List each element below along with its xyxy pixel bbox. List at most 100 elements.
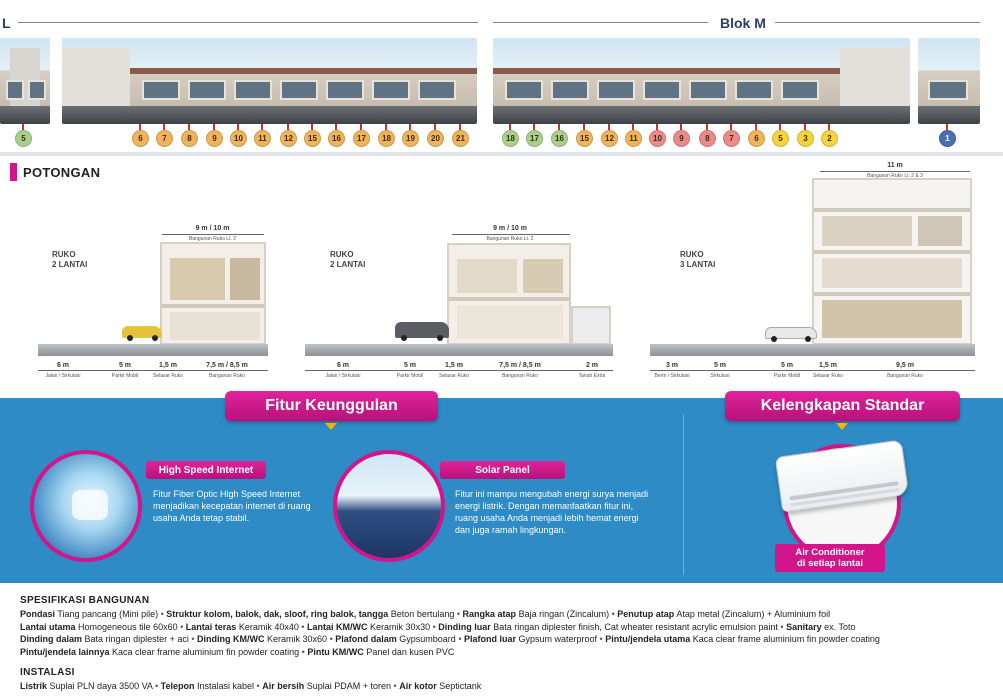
- spec-value: Atap metal (Zincalum) + Aluminium foil: [676, 609, 831, 619]
- section-3-car: [765, 327, 817, 339]
- lot-marker-tick: [656, 124, 658, 130]
- wheel: [127, 335, 133, 341]
- dim-value: 9,5 m: [896, 362, 914, 369]
- standard-title: Kelengkapan Standar: [725, 391, 960, 421]
- lot-marker[interactable]: 10: [230, 130, 247, 147]
- lot-marker[interactable]: 16: [551, 130, 568, 147]
- internet-image: [30, 450, 142, 562]
- dim-value: 5 m: [780, 362, 794, 369]
- dim-label: Bangunan Ruko: [209, 373, 245, 379]
- spec-value: Kaca clear frame aluminium fin powder co…: [692, 634, 880, 644]
- dim-value: 6 m: [336, 362, 350, 369]
- lot-marker[interactable]: 18: [378, 130, 395, 147]
- lot-marker[interactable]: 6: [132, 130, 149, 147]
- lot-marker[interactable]: 2: [821, 130, 838, 147]
- spec-list: Pondasi Tiang pancang (Mini pile) • Stru…: [20, 609, 880, 657]
- dim-label: Parkir Mobil: [396, 373, 424, 379]
- lot-marker[interactable]: 19: [402, 130, 419, 147]
- lot-marker[interactable]: 20: [427, 130, 444, 147]
- lot-marker[interactable]: 17: [526, 130, 543, 147]
- lot-marker[interactable]: 8: [181, 130, 198, 147]
- section-2-top-dim: 9 m / 10 m: [493, 225, 527, 232]
- section-3-top-dim: 11 m: [887, 162, 903, 169]
- lot-marker[interactable]: 15: [304, 130, 321, 147]
- spec-key: Lantai KM/WC: [307, 621, 368, 632]
- block-divider-right-a: [493, 22, 708, 23]
- spec-value: Beton bertulang: [390, 609, 455, 619]
- lot-marker[interactable]: 9: [673, 130, 690, 147]
- install-value: Instalasi kabel: [196, 681, 255, 691]
- spec-key: Pintu KM/WC: [307, 646, 364, 657]
- lot-marker[interactable]: 5: [772, 130, 789, 147]
- spec-key: Lantai teras: [185, 621, 237, 632]
- section-3-building: [812, 178, 972, 345]
- lot-marker-tick: [188, 124, 190, 130]
- lot-marker-tick: [779, 124, 781, 130]
- solar-panel-image: [333, 450, 445, 562]
- band-divider: [683, 415, 684, 575]
- section-2-top-dimline: [452, 234, 570, 235]
- dim-value: 2 m: [585, 362, 599, 369]
- lot-marker[interactable]: 15: [576, 130, 593, 147]
- lot-marker[interactable]: 12: [601, 130, 618, 147]
- spec-value: Panel dan kusen PVC: [366, 646, 455, 657]
- section-1-top-dim: 9 m / 10 m: [195, 225, 230, 232]
- lot-marker[interactable]: 1: [939, 130, 956, 147]
- dim-label: Selasar Ruko: [438, 373, 469, 379]
- dim-label: Tanah Extra: [578, 373, 606, 379]
- dim-value: 1,5 m: [445, 362, 463, 369]
- dim-label: Jalan / Sirkulasi: [45, 373, 81, 379]
- lot-marker[interactable]: 10: [649, 130, 666, 147]
- building-elevation-2: [62, 38, 477, 124]
- lot-marker[interactable]: 7: [156, 130, 173, 147]
- section-1-label: RUKO 2 LANTAI: [52, 250, 88, 269]
- spec-value: ex. Toto: [824, 621, 856, 632]
- section-2-car: [395, 322, 449, 338]
- lot-marker[interactable]: 3: [797, 130, 814, 147]
- solar-title: Solar Panel: [440, 461, 565, 479]
- install-heading: INSTALASI: [20, 667, 75, 678]
- dim-label: Bangunan Ruko: [502, 373, 538, 379]
- spec-value: Keramik 30x60: [267, 634, 328, 644]
- section-2-label: RUKO 2 LANTAI: [330, 250, 366, 269]
- spec-value: Baja ringan (Zincalum): [518, 609, 610, 619]
- spec-key: Dinding dalam: [20, 634, 83, 644]
- lot-marker[interactable]: 6: [748, 130, 765, 147]
- block-label-right: Blok M: [720, 15, 766, 31]
- lot-marker[interactable]: 21: [452, 130, 469, 147]
- building-elevation-4: [918, 38, 980, 124]
- spec-key: Struktur kolom, balok, dak, sloof, ring …: [166, 609, 389, 619]
- features-title-arrow: [325, 423, 337, 430]
- section-3-dimline: [650, 370, 975, 371]
- lot-marker[interactable]: 18: [502, 130, 519, 147]
- section-1-ground: [38, 344, 268, 356]
- lot-marker-tick: [434, 124, 436, 130]
- spec-key: Dinding KM/WC: [197, 634, 265, 644]
- install-key: Telepon: [160, 681, 195, 691]
- lot-marker-tick: [509, 124, 511, 130]
- lot-marker[interactable]: 17: [353, 130, 370, 147]
- dim-value: 3 m: [665, 362, 679, 369]
- lot-marker-tick: [558, 124, 560, 130]
- spec-value: Gypsumboard: [399, 634, 456, 644]
- lot-marker[interactable]: 9: [206, 130, 223, 147]
- strip-bottom-border: [0, 152, 1003, 156]
- spec-key: Penutup atap: [617, 609, 675, 619]
- lot-marker[interactable]: 12: [280, 130, 297, 147]
- lot-marker-tick: [360, 124, 362, 130]
- lot-marker[interactable]: 5: [15, 130, 32, 147]
- spec-key: Pondasi: [20, 609, 56, 619]
- lot-marker-tick: [385, 124, 387, 130]
- spec-value: Keramik 30x30: [370, 621, 431, 632]
- section-3-top-sub: Bangunan Ruko Lt. 2 & 3: [867, 173, 923, 179]
- dim-value: 7,5 m / 8,5 m: [499, 362, 541, 369]
- lot-marker[interactable]: 11: [254, 130, 271, 147]
- lot-marker[interactable]: 8: [699, 130, 716, 147]
- lot-marker[interactable]: 11: [625, 130, 642, 147]
- spec-value: Bata ringan diplester + aci: [84, 634, 189, 644]
- lot-marker-tick: [583, 124, 585, 130]
- lot-marker[interactable]: 16: [328, 130, 345, 147]
- lot-marker[interactable]: 7: [723, 130, 740, 147]
- spec-key: Sanitary: [786, 621, 822, 632]
- spec-heading: SPESIFIKASI BANGUNAN: [20, 595, 150, 606]
